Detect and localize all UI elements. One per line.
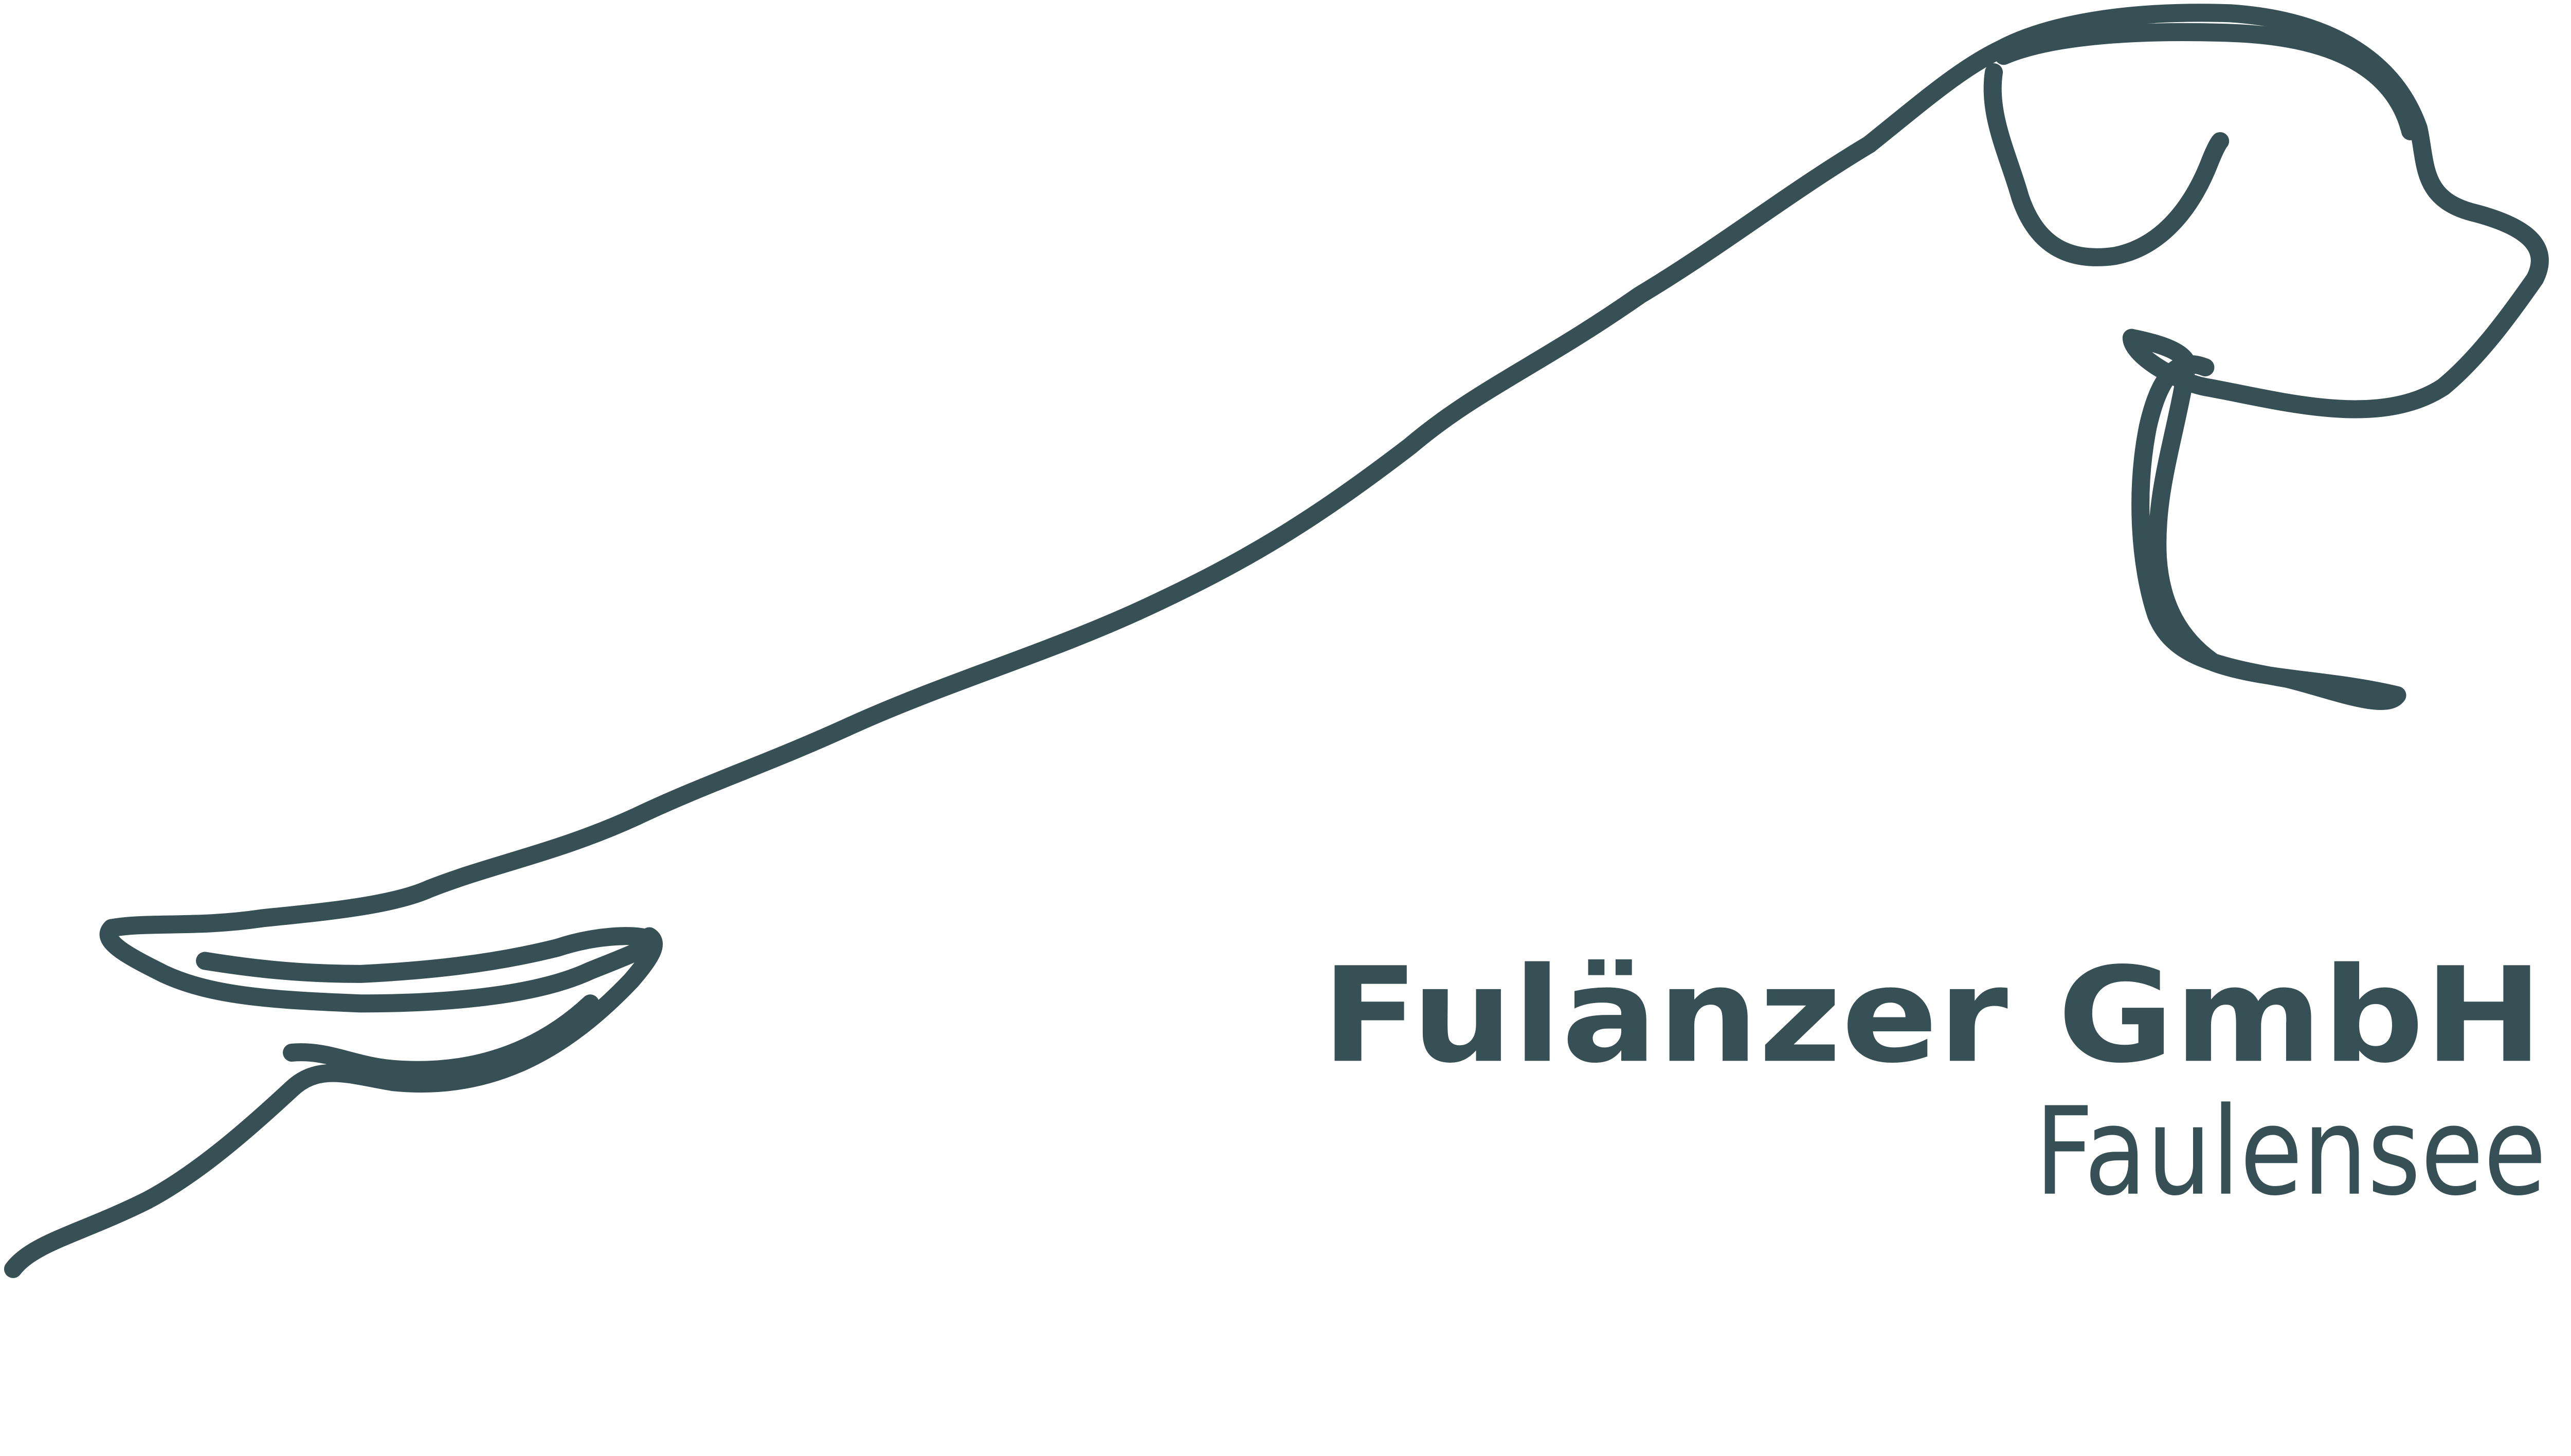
- dog-back-line: [102, 4, 2549, 937]
- logo: Fulänzer GmbH Faulensee: [4, 4, 2549, 1278]
- dog-paw-line: [283, 994, 600, 1079]
- dog-eye-line: [1983, 63, 2230, 266]
- dog-hind-leg-line: [99, 919, 659, 1013]
- wordmark: Fulänzer GmbH Faulensee: [1321, 939, 2546, 1222]
- dog-head-line: [1995, 23, 2420, 140]
- company-name: Fulänzer GmbH: [1321, 939, 2543, 1092]
- dog-chest-line: [2122, 329, 2406, 710]
- dog-line-drawing-icon: [4, 4, 2549, 1278]
- location-name: Faulensee: [2035, 1081, 2546, 1223]
- dog-front-leg-line: [4, 927, 663, 1278]
- logo-artwork: Fulänzer GmbH Faulensee: [4, 4, 2549, 1278]
